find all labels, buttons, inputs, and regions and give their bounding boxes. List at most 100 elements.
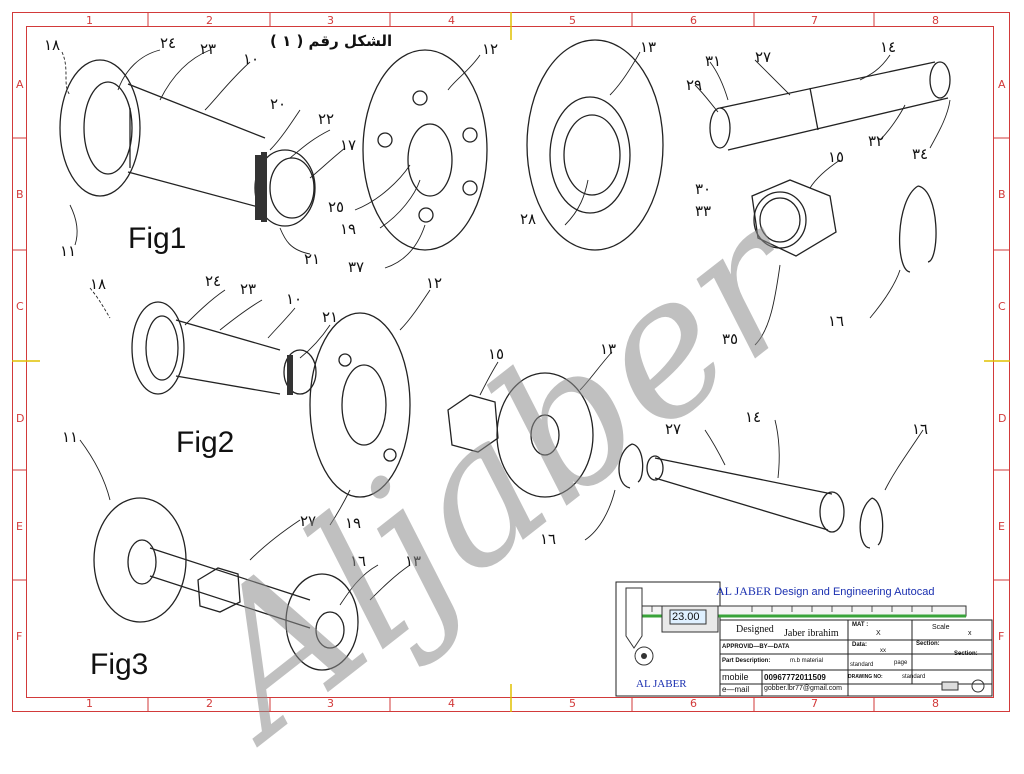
- fig3-flange-13: [285, 573, 359, 671]
- zone-row-b: B: [16, 188, 24, 201]
- center-marks: [12, 12, 1010, 712]
- email-label: e—mail: [722, 685, 750, 694]
- zone-col-7-bottom: 7: [811, 697, 818, 710]
- drawing-sheet: 1 2 3 4 5 6 7 8 1 2 3 4 5 6 7 8 A B C D …: [12, 12, 1010, 774]
- standard-2: standard: [902, 674, 926, 680]
- callout: ٢٥: [328, 198, 345, 216]
- callout: ١٣: [640, 38, 657, 56]
- mat-value: X: [876, 630, 881, 637]
- zone-col-4-bottom: 4: [448, 697, 455, 710]
- designer-name: Jaber ibrahim: [784, 628, 839, 639]
- callout: ٢٤: [205, 272, 222, 290]
- brand-label: AL JABER: [636, 678, 687, 690]
- mobile-number: 00967772011509: [764, 673, 826, 682]
- zone-row-e: E: [16, 520, 23, 533]
- zone-col-5-bottom: 5: [569, 697, 576, 710]
- callout: ٣١: [705, 52, 722, 70]
- caliper-reading: 23.00: [672, 611, 700, 623]
- fig1-spigot: [59, 59, 316, 227]
- zone-col-1: 1: [86, 14, 93, 27]
- email-address: gobber.lbr77@gmail.com: [764, 685, 842, 692]
- callout: ١٤: [745, 408, 762, 426]
- callout: ١٢: [426, 274, 443, 292]
- page-label: page: [894, 660, 908, 666]
- callout: ١٨: [90, 275, 107, 293]
- mat-label: MAT :: [852, 622, 869, 628]
- zone-col-8: 8: [932, 14, 939, 27]
- standard-1: standard: [850, 662, 874, 668]
- data-label: Data:: [852, 642, 868, 648]
- zone-row-a-right: A: [998, 78, 1006, 91]
- designed-label: Designed: [736, 624, 774, 635]
- fig2-snap-ring-16b: [859, 497, 884, 549]
- fig2-flange-13: [496, 372, 594, 498]
- callout: ١٩: [340, 220, 357, 238]
- zone-ticks: [12, 12, 1010, 712]
- company-name-brand: AL JABER: [716, 584, 772, 598]
- section-label-2: Section:: [954, 651, 978, 657]
- callout: ١٩: [345, 514, 362, 532]
- callout: ١٥: [488, 345, 505, 363]
- zone-row-f: F: [16, 630, 23, 643]
- callout: ٢٠: [270, 95, 287, 113]
- callout: ١١: [60, 242, 77, 260]
- callout: ١٨: [44, 36, 61, 54]
- zone-row-f-right: F: [998, 630, 1005, 643]
- callout: ١١: [62, 428, 79, 446]
- zone-row-c: C: [16, 300, 24, 313]
- drawing-no-label: DRAWING NO:: [848, 674, 883, 680]
- zone-row-d: D: [16, 412, 25, 425]
- callout: ١٦: [540, 530, 557, 548]
- fig2-pipe-14: [646, 455, 845, 533]
- drawing-title: الشكل رقم ( ١ ): [270, 32, 393, 50]
- leader-lines: [61, 49, 951, 606]
- zone-col-6-bottom: 6: [690, 697, 697, 710]
- callout: ١٦: [350, 552, 367, 570]
- callout: ٢٧: [755, 48, 772, 66]
- callout: ١٢: [482, 40, 499, 58]
- figure-label-2: Fig2: [176, 426, 235, 459]
- zone-col-2: 2: [206, 14, 213, 27]
- fig1-pipe-14: [709, 61, 951, 151]
- callout: ٣٤: [912, 145, 929, 163]
- callout: ٢٩: [686, 76, 703, 94]
- fig3-pipe-assembly: [149, 547, 311, 629]
- figure-label-1: Fig1: [128, 222, 187, 255]
- section-label: Section:: [916, 641, 940, 647]
- fig2-flange-12: [309, 312, 411, 498]
- inner-border: [26, 26, 994, 698]
- callout: ١٣: [405, 552, 422, 570]
- fig1-snap-ring-16: [898, 185, 937, 273]
- company-name-rest: Design and Engineering Autocad: [774, 586, 935, 598]
- zone-row-c-right: C: [998, 300, 1006, 313]
- callout: ١٧: [340, 136, 357, 154]
- fig1-nut-15: [751, 179, 837, 257]
- caliper-graphic: [625, 587, 985, 693]
- callout: ١٠: [243, 50, 260, 68]
- fig2-snap-ring-16a: [618, 443, 644, 489]
- callout: ١٦: [828, 312, 845, 330]
- data-value: xx: [880, 648, 886, 654]
- callout: ٢٨: [520, 210, 537, 228]
- callout: ٢٤: [160, 34, 177, 52]
- approved-label: APPROVID—BY—DATA: [722, 644, 790, 650]
- callout: ٢١: [322, 308, 339, 326]
- callout: ٢٧: [665, 420, 682, 438]
- zone-row-e-right: E: [998, 520, 1005, 533]
- callout: ١٦: [912, 420, 929, 438]
- callout: ٣٣: [695, 202, 712, 220]
- callout: ١٣: [600, 340, 617, 358]
- mobile-label: mobile: [722, 672, 749, 682]
- part-description-label: Part Description:: [722, 658, 771, 664]
- scale-value: x: [968, 630, 972, 637]
- title-block-frame: [615, 581, 993, 697]
- fig1-flange-12: [362, 49, 488, 251]
- fig1-flange-13: [526, 39, 664, 251]
- callout: ٢٣: [240, 280, 257, 298]
- callout: ٢٧: [300, 512, 317, 530]
- fig2-nut-15: [447, 394, 499, 453]
- line-art: [12, 12, 1010, 712]
- zone-col-6: 6: [690, 14, 697, 27]
- callout: ٣٥: [722, 330, 739, 348]
- figure-label-3: Fig3: [90, 648, 149, 681]
